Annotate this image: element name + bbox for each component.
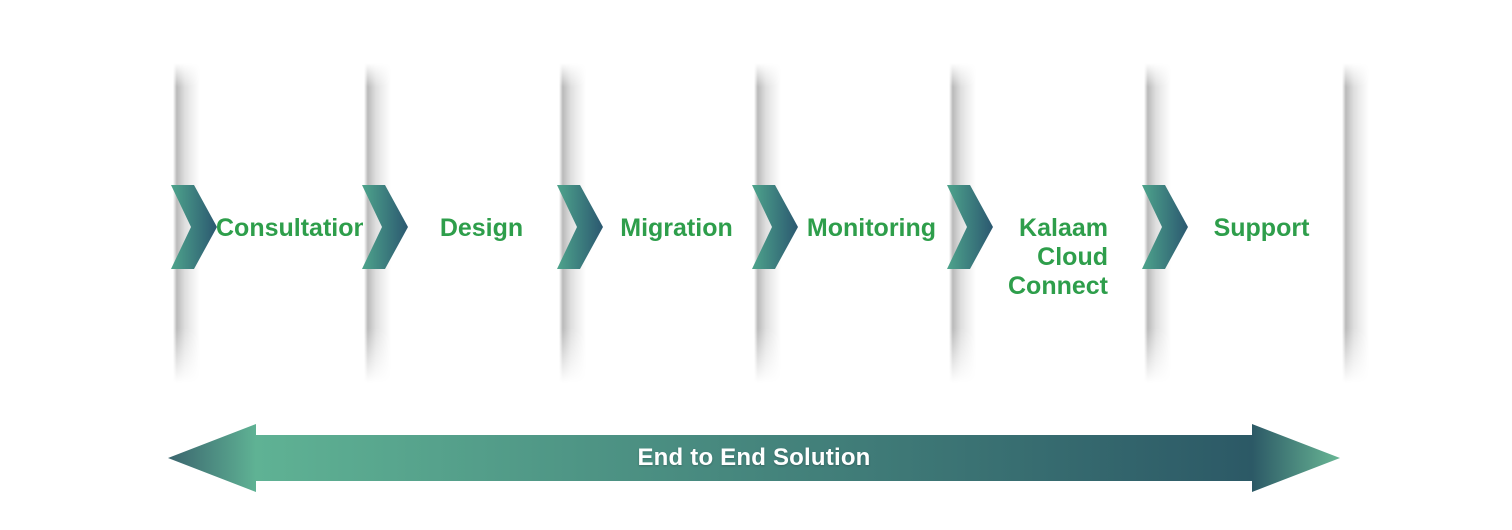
double-headed-arrow-icon (168, 424, 1340, 492)
stage-panel-kalaam-cloud-connect: Kalaam Cloud Connect (947, 63, 1143, 383)
chevron-right-icon (752, 185, 798, 269)
stage-panel-consultation: Consultation (171, 63, 369, 383)
chevron-right-icon (947, 185, 993, 269)
stage-panel-design: Design (362, 63, 558, 383)
stage-panel-migration: Migration (557, 63, 753, 383)
stage-label-support: Support (1213, 214, 1310, 242)
stage-label-design: Design (439, 214, 524, 242)
chevron-right-icon (557, 185, 603, 269)
panel-edge-shadow (1342, 63, 1369, 383)
end-to-end-arrow: End to End Solution (168, 423, 1340, 493)
chevron-right-icon (171, 185, 217, 269)
stage-label-consultation: Consultation (216, 214, 369, 242)
stage-panel-support: Support (1142, 63, 1338, 383)
stage-panel-monitoring: Monitoring (752, 63, 948, 383)
end-to-end-arrow-label: End to End Solution (637, 444, 871, 471)
chevron-right-icon (1142, 185, 1188, 269)
chevron-right-icon (362, 185, 408, 269)
stage-label-migration: Migration (620, 214, 733, 242)
stage-label-kalaam-cloud-connect: Kalaam Cloud Connect (1008, 214, 1108, 300)
process-row: Consultation Design Migration Monitoring (0, 63, 1512, 383)
stage-label-monitoring: Monitoring (806, 214, 937, 242)
